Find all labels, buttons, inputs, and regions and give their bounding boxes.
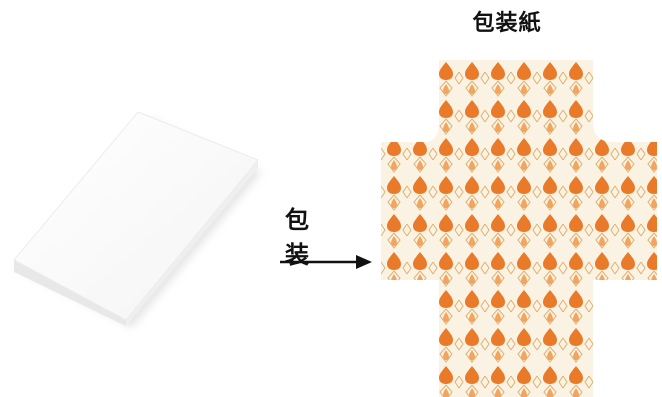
wrapping-paper-net [381, 60, 657, 397]
right-arrow-icon [280, 255, 372, 269]
white-box-illustration [13, 111, 262, 328]
wrapping-paper-title: 包装紙 [472, 11, 542, 36]
wrap-action-label: 包 装 [285, 206, 317, 269]
